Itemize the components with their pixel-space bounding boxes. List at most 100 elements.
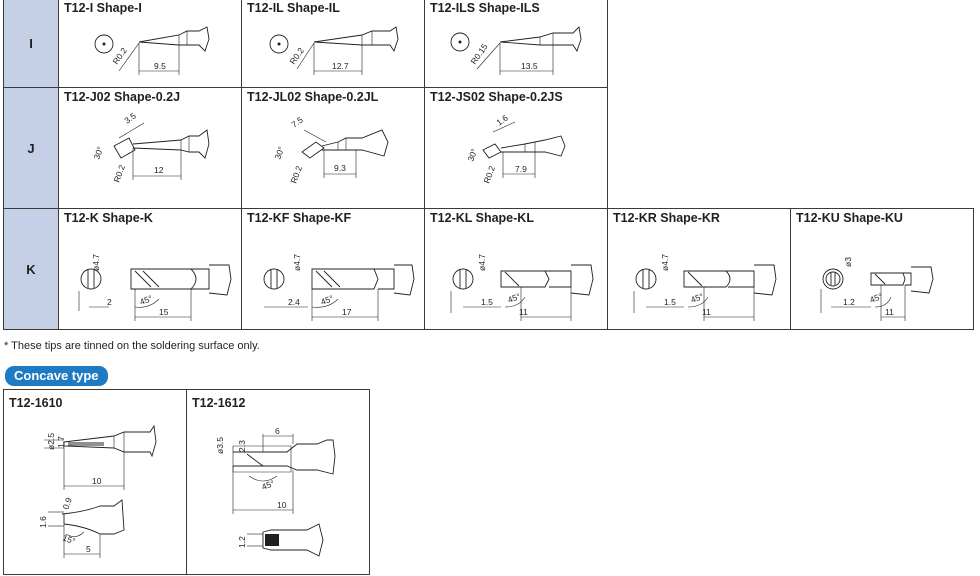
tip-card-jl02: T12-JL02 Shape-0.2JL 9.3 7.5 30° R0.2 [241,87,425,209]
dim-width: 7.5 [289,115,305,130]
tip-card-js02: T12-JS02 Shape-0.2JS 7.9 1.6 30° R0.2 [424,87,608,209]
dim-side-radius: 0.9 [60,496,74,511]
tip-drawing-js02: 7.9 1.6 30° R0.2 [465,113,566,185]
dim-blade: 1.5 [481,297,493,307]
tip-title: T12-KR Shape-KR [613,211,720,225]
tip-drawing-kf: 2.4 45° 17 ø4.7 [263,254,415,321]
dim-diameter: ø4.7 [660,254,670,271]
tip-title: T12-KU Shape-KU [796,211,903,225]
concave-table: T12-1610 10 ø2.5 1.7 5 1.6 0 [3,389,370,575]
dim-length: 11 [885,307,894,317]
dim-angle: 30° [272,145,286,161]
tip-title: T12-J02 Shape-0.2J [64,90,181,104]
tip-drawing-kr: 1.5 45° 11 ø4.7 [633,254,777,321]
dim-blade: 1.2 [843,297,855,307]
dim-length: 15 [159,307,169,317]
dim-diameter: ø4.7 [292,254,302,271]
tip-drawing-j02: 12 3.5 30° R0.2 [91,111,210,184]
dim-angle: 45° [319,293,335,307]
tip-card-j02: T12-J02 Shape-0.2J 12 3.5 30° R0.2 [58,87,242,209]
tip-drawing-ils: 13.5 R0.15 [450,26,582,75]
dim-side-width: 1.6 [38,516,48,528]
dim-diameter: ø3 [843,257,853,267]
tip-drawing-ku: 1.2 45° 11 ø3 [820,257,934,321]
tip-title: T12-1610 [9,396,63,410]
dim-length: 10 [92,476,102,486]
tip-title: T12-KL Shape-KL [430,211,534,225]
dim-side-length: 5 [86,544,91,554]
tip-card-kl: T12-KL Shape-KL 1.5 45° 11 ø4.7 [424,208,608,330]
tip-card-1612: T12-1612 6 10 45° ø3.5 2.3 1.2 [186,389,370,575]
row-k: K T12-K Shape-K 2 45° 15 ø4.7 T12-KF Sha… [3,208,974,330]
row-label-i: I [3,0,59,88]
dim-length: 12 [154,165,164,175]
tip-title: T12-ILS Shape-ILS [430,1,540,15]
dim-angle: 30° [465,147,479,163]
dim-diameter: ø4.7 [91,254,101,271]
dim-angle: 45° [689,291,705,305]
dim-angle: 45° [868,291,884,305]
tip-card-il: T12-IL Shape-IL 12.7 R0.2 [241,0,425,88]
dim-length: 11 [702,307,711,317]
dim-length: 10 [277,500,287,510]
tip-grid: I T12-I Shape-I 9.5 R0.2 T12-IL Shape-IL [3,0,974,330]
dim-length: 17 [342,307,352,317]
dim-length: 9.5 [154,61,166,71]
tip-card-kr: T12-KR Shape-KR 1.5 45° 11 ø4.7 [607,208,791,330]
dim-length: 12.7 [332,61,349,71]
tip-title: T12-K Shape-K [64,211,153,225]
tip-card-kf: T12-KF Shape-KF 2.4 45° 17 ø4.7 [241,208,425,330]
tinning-note: * These tips are tinned on the soldering… [4,340,260,352]
empty-area [608,0,974,88]
dim-diameter: ø3.5 [215,437,225,454]
dim-side-width: 1.2 [237,536,247,548]
row-label-j: J [3,87,59,209]
tip-title: T12-IL Shape-IL [247,1,340,15]
tip-card-1610: T12-1610 10 ø2.5 1.7 5 1.6 0 [3,389,187,575]
dim-inner: 2.3 [237,440,247,452]
concave-type-heading: Concave type [5,366,108,386]
dim-length: 13.5 [521,61,538,71]
tip-drawing-1610: 10 ø2.5 1.7 5 1.6 0.9 15° [38,424,157,558]
row-i: I T12-I Shape-I 9.5 R0.2 T12-IL Shape-IL [3,0,974,88]
tip-card-ils: T12-ILS Shape-ILS 13.5 R0.15 [424,0,608,88]
dim-side-angle: 15° [61,532,77,546]
tip-card-i: T12-I Shape-I 9.5 R0.2 [58,0,242,88]
tip-drawing-kl: 1.5 45° 11 ø4.7 [450,254,594,321]
dim-angle: 30° [91,145,105,161]
tip-title: T12-I Shape-I [64,1,142,15]
dim-radius: R0.2 [481,164,497,185]
tip-title: T12-JL02 Shape-0.2JL [247,90,379,104]
dim-radius: R0.2 [288,164,304,185]
tip-card-k: T12-K Shape-K 2 45° 15 ø4.7 [58,208,242,330]
tip-drawing-k: 2 45° 15 ø4.7 [78,254,232,321]
dim-angle: 45° [260,478,276,492]
dim-width: 3.5 [122,111,138,126]
dim-diameter: ø4.7 [477,254,487,271]
tip-title: T12-JS02 Shape-0.2JS [430,90,563,104]
empty-area [608,88,974,209]
tip-drawing-jl02: 9.3 7.5 30° R0.2 [272,115,389,185]
dim-length: 11 [519,307,528,317]
dim-radius: R0.2 [111,163,127,184]
dim-diameter: ø2.5 [46,433,56,450]
tip-drawing-1612: 6 10 45° ø3.5 2.3 1.2 [215,426,336,557]
dim-blade: 2.4 [288,297,300,307]
tip-drawing-il: 12.7 R0.2 [269,26,399,75]
dim-angle: 45° [138,293,154,307]
tip-drawing-i: 9.5 R0.2 [94,26,210,75]
dim-radius: R0.2 [287,45,306,66]
dim-length: 9.3 [334,163,346,173]
dim-inner: 1.7 [56,436,66,448]
row-j: J T12-J02 Shape-0.2J 12 3.5 30° R0.2 T12… [3,87,974,209]
dim-length: 7.9 [515,164,527,174]
tip-title: T12-KF Shape-KF [247,211,352,225]
dim-top-length: 6 [275,426,280,436]
tip-card-ku: T12-KU Shape-KU 1.2 45° 11 ø3 [790,208,974,330]
dim-blade: 1.5 [664,297,676,307]
dim-radius: R0.15 [468,42,489,67]
row-label-k: K [3,208,59,330]
tip-title: T12-1612 [192,396,246,410]
dim-angle: 45° [506,291,522,305]
dim-radius: R0.2 [110,45,129,66]
